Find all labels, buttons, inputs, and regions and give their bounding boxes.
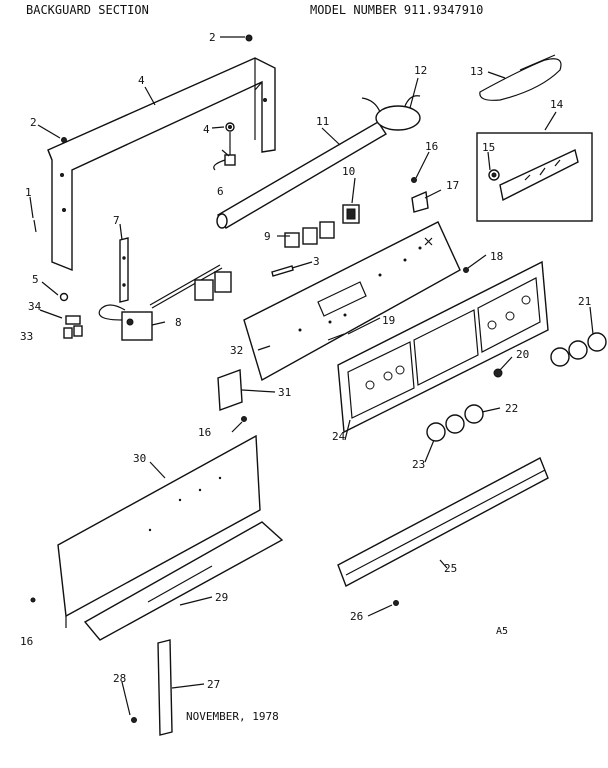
callout-7: 8 xyxy=(175,316,182,329)
callout-25: 25 xyxy=(444,562,457,575)
part-back-panel xyxy=(57,434,261,628)
model-number: MODEL NUMBER 911.9347910 xyxy=(310,3,483,17)
callout-23: 23 xyxy=(412,458,425,471)
callout-26: 26 xyxy=(350,610,363,623)
callout-16b: 16 xyxy=(198,426,211,439)
callout-3: 4 xyxy=(138,74,145,87)
callout-12: 12 xyxy=(414,64,427,77)
callout-11: 11 xyxy=(316,115,329,128)
callout-labels: 2 4 2 4 6 1 5 34 33 7 8 11 12 13 14 15 1… xyxy=(20,31,591,691)
callout-16c: 16 xyxy=(20,635,33,648)
callout-1: 1 xyxy=(25,186,32,199)
part-switch-panel-inset xyxy=(476,132,593,222)
callout-5: 6 xyxy=(217,185,224,198)
part-control-panel xyxy=(243,221,461,382)
callout-21: 21 xyxy=(578,295,591,308)
part-knobs-22 xyxy=(426,404,484,442)
part-fluorescent-tube xyxy=(216,121,387,229)
callout-18: 18 xyxy=(490,250,503,263)
part-screw-1 xyxy=(33,219,37,233)
callout-34: 34 xyxy=(28,300,42,313)
part-screw-2a xyxy=(245,34,253,42)
part-pin xyxy=(271,265,294,277)
callout-4b: 5 xyxy=(32,273,39,286)
callout-31: 31 xyxy=(278,386,291,399)
callout-17: 17 xyxy=(446,179,459,192)
callout-20: 20 xyxy=(516,348,529,361)
callout-29: 29 xyxy=(215,591,228,604)
callout-24: 24 xyxy=(332,430,346,443)
part-clip xyxy=(411,190,429,213)
part-wire-harness xyxy=(479,54,562,101)
callout-14: 14 xyxy=(550,98,564,111)
callout-28: 28 xyxy=(113,672,126,685)
leader-lines xyxy=(29,36,594,716)
part-backguard-frame xyxy=(47,57,276,272)
callout-22: 22 xyxy=(505,402,518,415)
part-nut-4b xyxy=(59,292,69,302)
callout-4a: 4 xyxy=(203,123,210,136)
part-switches-9 xyxy=(284,221,335,248)
callout-16a: 16 xyxy=(425,140,438,153)
diagram-date: NOVEMBER, 1978 xyxy=(186,710,279,723)
part-socket xyxy=(213,132,236,171)
callout-32: 32 xyxy=(230,344,243,357)
callout-13: 13 xyxy=(470,65,483,78)
part-screw-26 xyxy=(393,600,399,606)
callout-10: 10 xyxy=(342,165,355,178)
part-switch-10 xyxy=(342,204,360,224)
part-trim-strip xyxy=(337,457,549,587)
part-timer-assembly xyxy=(98,264,232,341)
callout-33: 33 xyxy=(20,330,33,343)
diagram-title: BACKGUARD SECTION xyxy=(26,3,149,17)
part-lamp-holder xyxy=(361,95,421,131)
callout-2a: 2 xyxy=(209,31,216,44)
callout-9: 9 xyxy=(264,230,271,243)
part-bracket xyxy=(119,237,129,303)
part-screw-16c xyxy=(30,597,36,603)
part-screw-16b xyxy=(241,416,247,422)
callout-6: 7 xyxy=(113,214,120,227)
callout-8: 3 xyxy=(313,255,320,268)
part-nut-4a xyxy=(225,122,235,132)
part-knob-insert xyxy=(493,368,503,378)
callout-30: 30 xyxy=(133,452,146,465)
part-screw-18 xyxy=(463,267,469,273)
part-vertical-strip xyxy=(157,639,173,736)
part-knobs-21 xyxy=(550,332,607,367)
part-terminal-block xyxy=(63,315,83,339)
part-bottom-panel xyxy=(83,521,284,641)
callout-2b: 2 xyxy=(30,116,37,129)
page-code: A5 xyxy=(496,626,508,637)
part-plate xyxy=(217,369,243,411)
part-screw-28 xyxy=(131,717,137,723)
part-screw-16a xyxy=(411,177,417,183)
part-screw-2b xyxy=(61,137,67,143)
part-screw-19 xyxy=(327,333,345,341)
callout-15: 15 xyxy=(482,141,495,154)
part-faceplate xyxy=(337,260,549,434)
callout-27: 27 xyxy=(207,678,220,691)
callout-19: 19 xyxy=(382,314,395,327)
